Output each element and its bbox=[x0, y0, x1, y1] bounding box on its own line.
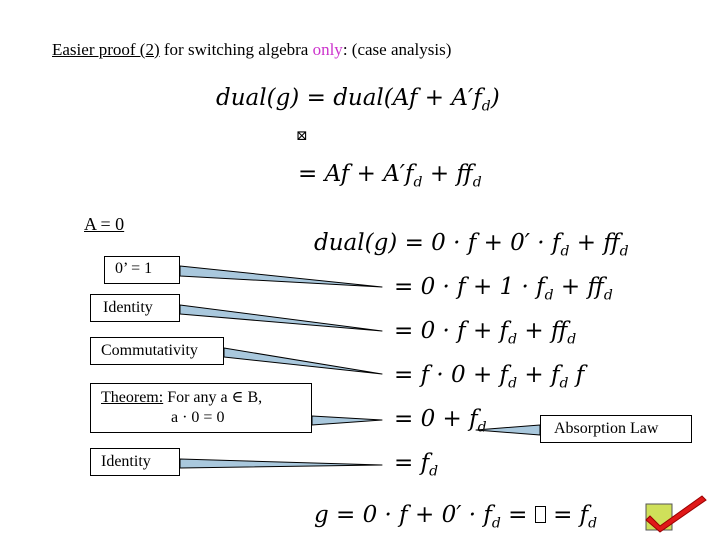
title-mid: for switching algebra bbox=[159, 40, 313, 59]
equivalence-mark: ⊠ bbox=[296, 129, 308, 144]
slide-title: Easier proof (2) for switching algebra o… bbox=[52, 40, 451, 60]
connector-1 bbox=[179, 265, 383, 288]
case-label: A = 0 bbox=[84, 214, 125, 234]
step-3: = f · 0 + fd + fd f bbox=[394, 362, 585, 392]
step-4: = 0 + fd bbox=[394, 406, 487, 436]
step-2: = 0 · f + fd + ffd bbox=[394, 318, 577, 348]
check-icon[interactable] bbox=[640, 492, 710, 536]
equation-dual-expanded: = Af + A′fd + ffd bbox=[298, 161, 482, 191]
connector-2 bbox=[179, 304, 383, 332]
callout-commutativity: Commutativity bbox=[90, 337, 224, 365]
connector-6 bbox=[475, 424, 541, 436]
callout-identity-2: Identity bbox=[90, 448, 180, 476]
connector-5 bbox=[179, 458, 383, 469]
callout-identity-1: Identity bbox=[90, 294, 180, 322]
title-highlight: only bbox=[312, 40, 343, 59]
step-5: = fd bbox=[394, 450, 439, 480]
step-0: dual(g) = 0 · f + 0′ · fd + ffd bbox=[314, 230, 629, 260]
missing-glyph-box bbox=[534, 506, 546, 523]
conclusion-equation: g = 0 · f + 0′ · fd = = fd bbox=[314, 502, 598, 532]
title-tail: : (case analysis) bbox=[342, 40, 452, 59]
callout-absorption-law: Absorption Law bbox=[540, 415, 692, 443]
connector-4 bbox=[311, 415, 383, 426]
connector-3 bbox=[223, 347, 383, 375]
callout-theorem: Theorem: For any a ∈ B, a · 0 = 0 bbox=[90, 383, 312, 433]
equation-dual-definition: dual(g) = dual(Af + A′fd) bbox=[216, 85, 500, 115]
step-1: = 0 · f + 1 · fd + ffd bbox=[394, 274, 613, 304]
callout-complement: 0’ = 1 bbox=[104, 256, 180, 284]
title-underlined: Easier proof (2) bbox=[52, 40, 160, 59]
